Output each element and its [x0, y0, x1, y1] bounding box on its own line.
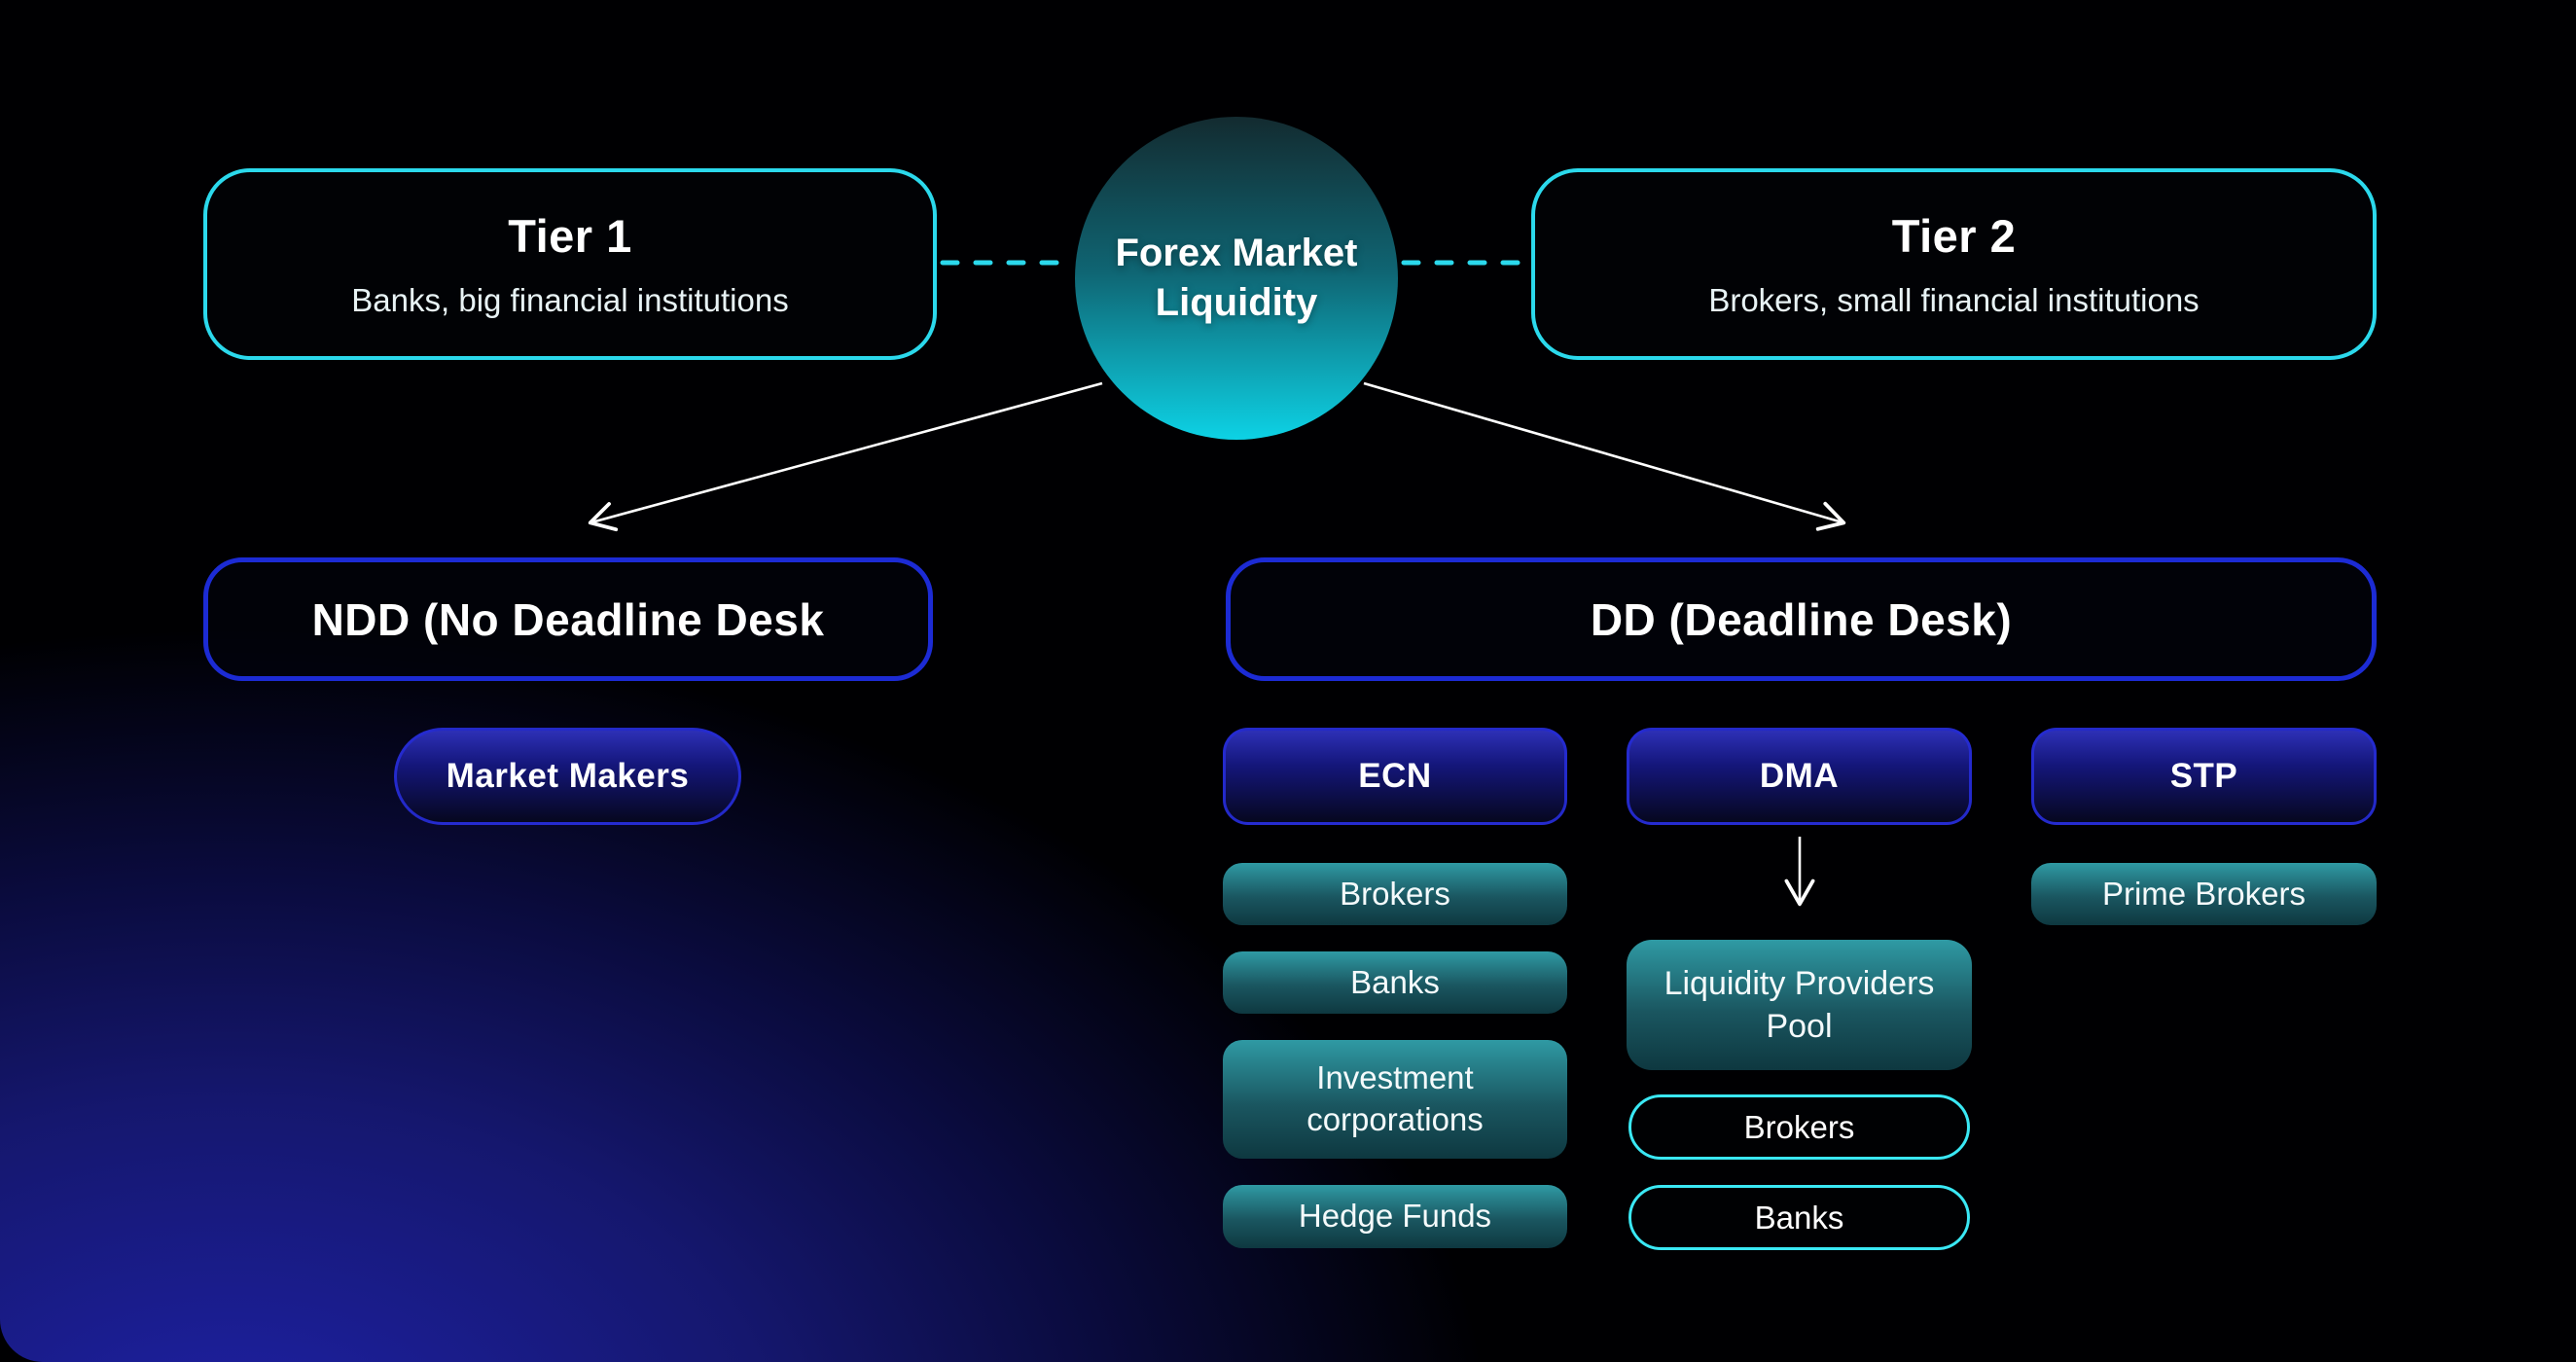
ecn-item-banks-label: Banks [1350, 963, 1440, 1000]
stp-item-prime-brokers: Prime Brokers [2031, 863, 2377, 925]
stp-header-label: STP [2169, 757, 2238, 795]
ecn-item-brokers: Brokers [1223, 863, 1567, 925]
ecn-item-hedge-funds-label: Hedge Funds [1298, 1198, 1492, 1235]
ndd-box: NDD (No Deadline Desk [203, 557, 933, 681]
ecn-header-pill: ECN [1223, 728, 1567, 825]
tier1-subtitle: Banks, big financial institutions [351, 282, 789, 318]
ecn-item-brokers-label: Brokers [1340, 875, 1450, 912]
dd-title: DD (Deadline Desk) [1590, 593, 2013, 645]
stp-item-prime-brokers-label: Prime Brokers [2101, 875, 2307, 912]
tier1-title: Tier 1 [508, 210, 632, 262]
dd-box: DD (Deadline Desk) [1226, 557, 2377, 681]
dma-item-banks-label: Banks [1754, 1199, 1844, 1236]
tier2-box: Tier 2 Brokers, small financial institut… [1531, 168, 2377, 360]
ecn-item-hedge-funds: Hedge Funds [1223, 1185, 1567, 1248]
stp-header-pill: STP [2031, 728, 2377, 825]
liquidity-providers-pool-label: Liquidity Providers Pool [1664, 964, 1935, 1045]
ecn-item-investment-corporations-label: Investment corporations [1306, 1059, 1484, 1137]
tier2-subtitle: Brokers, small financial institutions [1708, 282, 2200, 318]
ndd-title: NDD (No Deadline Desk [311, 593, 825, 645]
liquidity-providers-pool: Liquidity Providers Pool [1627, 940, 1972, 1070]
market-makers-pill: Market Makers [394, 728, 741, 825]
dma-header-pill: DMA [1627, 728, 1972, 825]
dma-item-brokers: Brokers [1628, 1094, 1970, 1160]
dma-header-label: DMA [1759, 757, 1840, 795]
tier1-box: Tier 1 Banks, big financial institutions [203, 168, 937, 360]
ecn-item-banks: Banks [1223, 951, 1567, 1014]
ecn-item-investment-corporations: Investment corporations [1223, 1040, 1567, 1159]
dma-item-brokers-label: Brokers [1743, 1108, 1855, 1145]
forex-liquidity-title: Forex Market Liquidity [1115, 231, 1358, 324]
dma-item-banks: Banks [1628, 1185, 1970, 1250]
market-makers-label: Market Makers [446, 757, 690, 795]
tier2-title: Tier 2 [1891, 210, 2017, 262]
forex-liquidity-node: Forex Market Liquidity [1075, 117, 1398, 440]
ecn-header-label: ECN [1358, 757, 1432, 795]
